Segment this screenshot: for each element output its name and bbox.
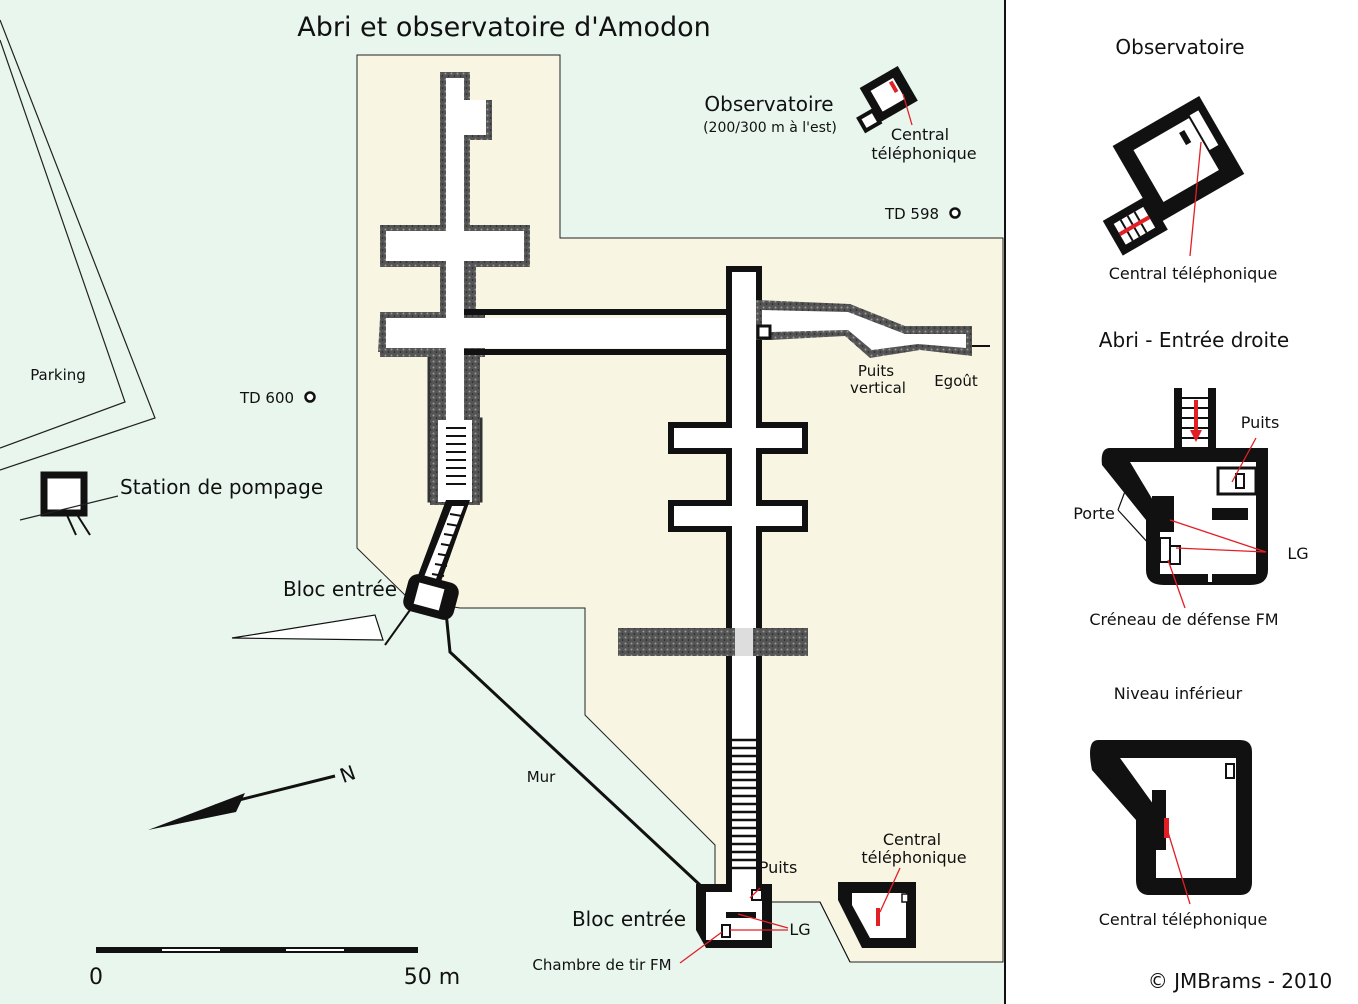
- map-leaders: [679, 93, 913, 964]
- station-label: Station de pompage: [120, 475, 323, 499]
- scale-end-label: 50 m: [404, 965, 460, 990]
- north-arrow: [148, 774, 336, 830]
- central-bottom-2: téléphonique: [861, 848, 966, 867]
- td600-label: TD 600: [239, 389, 294, 407]
- side-lg-label: LG: [1287, 544, 1308, 563]
- pumping-station: [19, 471, 119, 536]
- side-puits-label: Puits: [1241, 413, 1280, 432]
- north-gallery: [378, 72, 752, 505]
- mur-label: Mur: [527, 768, 556, 786]
- bloc-entree-top-label: Bloc entrée: [283, 577, 397, 601]
- td598-label: TD 598: [884, 205, 939, 223]
- parking-area: [0, 19, 156, 471]
- td600-marker: [304, 391, 316, 403]
- side-abri-title: Abri - Entrée droite: [1099, 328, 1289, 352]
- bottom-phone-exchange: [838, 882, 916, 948]
- entry-stair: [231, 500, 702, 887]
- puits-vertical-1: Puits: [858, 362, 894, 380]
- bottom-entry-block: [696, 880, 851, 963]
- side-obs-title: Observatoire: [1115, 35, 1244, 59]
- puits-label: Puits: [759, 858, 798, 877]
- obs-leader: [1189, 141, 1202, 257]
- parking-label: Parking: [30, 366, 86, 384]
- lg-label: LG: [789, 920, 810, 939]
- egout-label: Egoût: [934, 372, 978, 390]
- puits-vertical-2: vertical: [850, 379, 906, 397]
- central-bottom-1: Central: [883, 830, 941, 849]
- central-label-2: téléphonique: [871, 144, 976, 163]
- observatory-label: Observatoire: [704, 92, 833, 116]
- lower-level-detail: [1090, 740, 1252, 895]
- scale-start-label: 0: [89, 965, 103, 990]
- copyright: © JMBrams - 2010: [1148, 969, 1332, 993]
- shelter-leaders: [1167, 437, 1267, 609]
- side-creneau-label: Créneau de défense FM: [1089, 610, 1278, 629]
- side-niveau-title: Niveau inférieur: [1114, 684, 1243, 703]
- central-label-1: Central: [891, 125, 949, 144]
- south-gallery: [618, 266, 990, 886]
- observatory-note: (200/300 m à l'est): [703, 120, 837, 136]
- side-obs-caption: Central téléphonique: [1109, 264, 1278, 283]
- lower-leader: [1167, 831, 1191, 905]
- bloc-entree-bottom-label: Bloc entrée: [572, 907, 686, 931]
- side-porte-label: Porte: [1073, 504, 1115, 523]
- side-niveau-caption: Central téléphonique: [1099, 910, 1268, 929]
- chambre-tir-label: Chambre de tir FM: [532, 956, 671, 974]
- page-title: Abri et observatoire d'Amodon: [297, 12, 710, 43]
- door-leaders: [1117, 477, 1151, 546]
- td598-marker: [949, 207, 961, 219]
- scale-bar: [96, 947, 418, 953]
- observatory-map-icon: [856, 65, 918, 134]
